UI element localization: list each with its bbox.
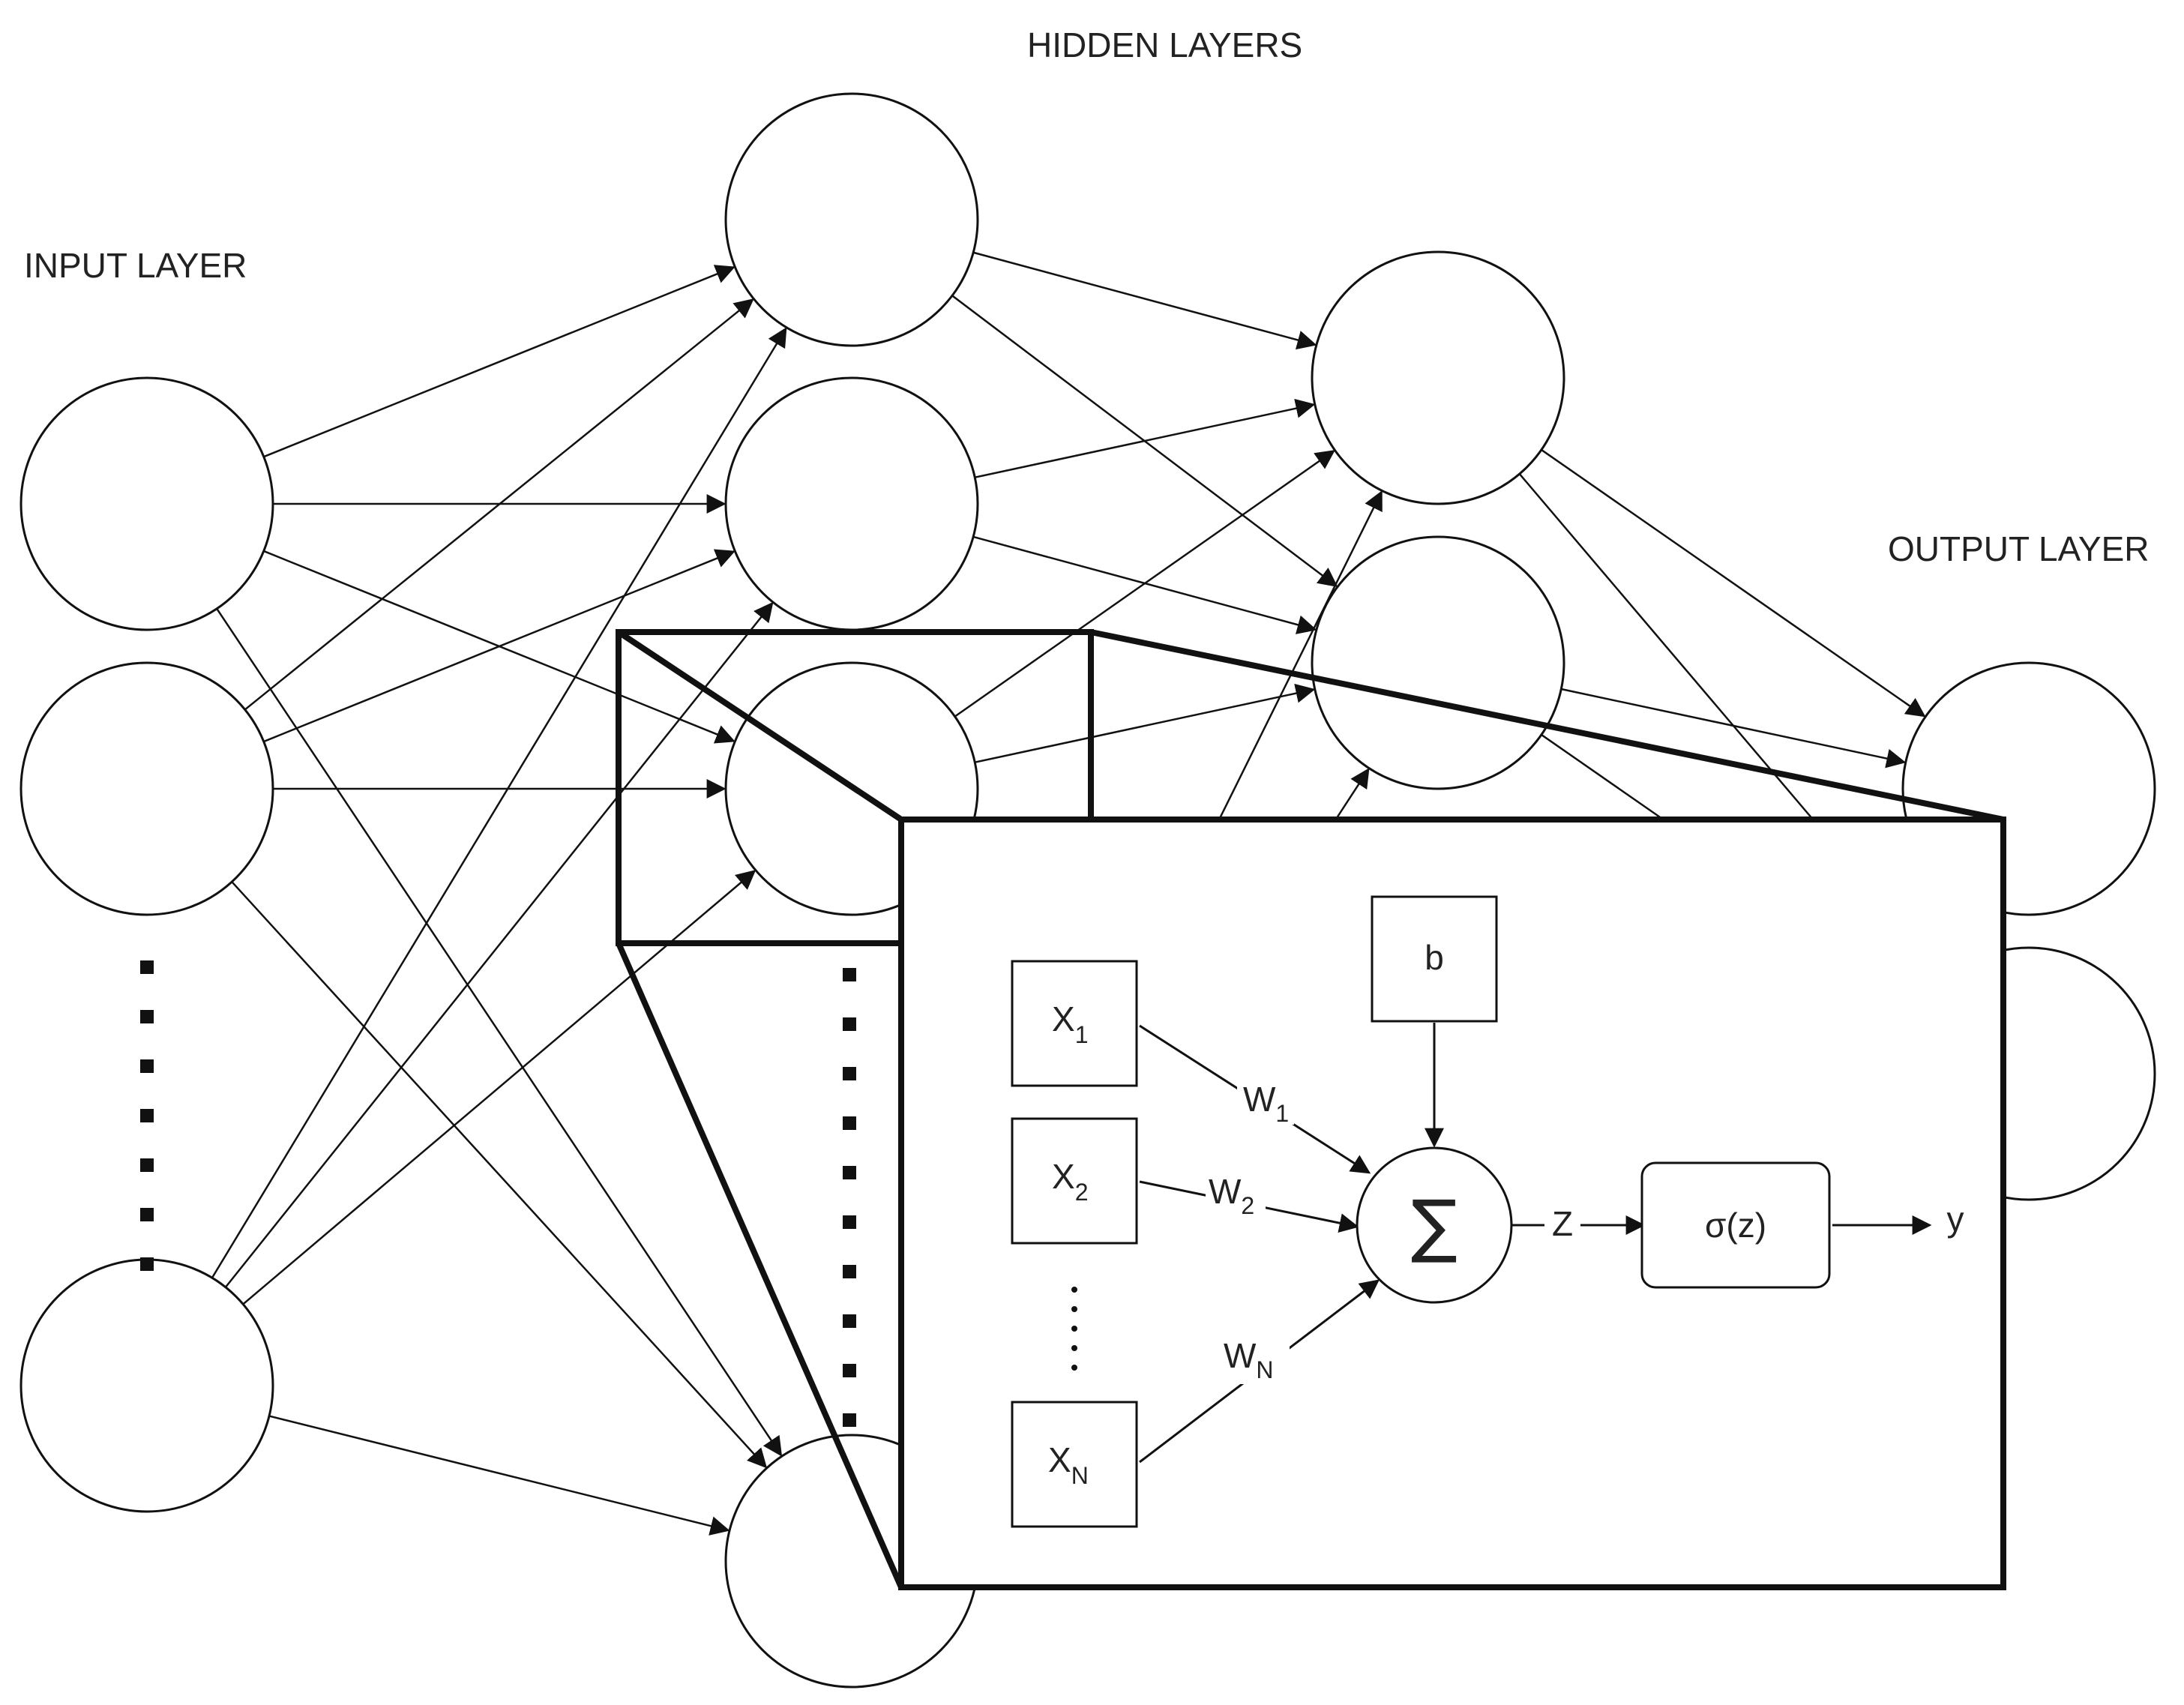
input-xn-label: XN bbox=[1048, 1440, 1089, 1489]
input-hidden1-edge-2-1 bbox=[224, 601, 774, 1288]
input-ellipsis-dot-4 bbox=[140, 1109, 154, 1122]
hidden2-output-edge-0-0 bbox=[1541, 448, 1926, 718]
hidden-layers-label: HIDDEN LAYERS bbox=[1027, 25, 1302, 64]
output-y-label: y bbox=[1947, 1200, 1964, 1239]
neuron-detail-panel: X1 X2 XN b W1 bbox=[898, 817, 2006, 1590]
output-layer-label: OUTPUT LAYER bbox=[1888, 529, 2149, 568]
input-node-2 bbox=[19, 661, 274, 916]
bias-label: b bbox=[1425, 938, 1444, 977]
input-hidden1-edge-1-0 bbox=[244, 298, 754, 711]
weight-w2-label: W2 bbox=[1209, 1172, 1254, 1219]
weight-w1-label: W1 bbox=[1243, 1080, 1289, 1127]
input-node-3 bbox=[19, 1258, 274, 1513]
input-ellipsis-dot-3 bbox=[140, 1059, 154, 1073]
hidden1-node-2 bbox=[724, 376, 979, 631]
hidden-ellipsis-dot-10 bbox=[843, 1413, 856, 1427]
input-hidden1-edge-0-0 bbox=[263, 265, 735, 458]
projection-line-top-right bbox=[1090, 629, 2004, 823]
hidden1-hidden2-edge-0-0 bbox=[972, 251, 1317, 350]
hidden2-node-1 bbox=[1311, 250, 1565, 505]
input-ellipsis-dots bbox=[1071, 1287, 1077, 1371]
hidden-ellipsis-dot-9 bbox=[843, 1364, 856, 1377]
hidden-ellipsis-dot-6 bbox=[843, 1215, 856, 1229]
input-hidden1-edge-2-0 bbox=[211, 327, 787, 1278]
hidden1-hidden2-edge-2-0 bbox=[954, 450, 1335, 718]
summation-node bbox=[1356, 1146, 1513, 1304]
hidden-ellipsis-dot-1 bbox=[843, 968, 856, 981]
activation-label: σ(z) bbox=[1705, 1206, 1766, 1245]
input-x2-label: X2 bbox=[1052, 1157, 1088, 1206]
input-ellipsis-dot-7 bbox=[140, 1257, 154, 1271]
hidden1-hidden2-edge-2-1 bbox=[974, 683, 1316, 763]
bias-box bbox=[1371, 895, 1498, 1023]
projection-line-bottom-left bbox=[616, 942, 904, 1589]
input-hidden1-edge-1-3 bbox=[231, 881, 768, 1469]
input-box-x1 bbox=[1011, 960, 1138, 1087]
input-hidden1-edge-2-3 bbox=[268, 1415, 730, 1536]
zoom-projection bbox=[616, 629, 2004, 1589]
input-layer-label: INPUT LAYER bbox=[24, 246, 247, 285]
input-box-x2 bbox=[1011, 1117, 1138, 1245]
input-ellipsis-dot-1 bbox=[140, 960, 154, 974]
input-hidden1-edge-1-1 bbox=[263, 549, 735, 743]
weight-wn-label: WN bbox=[1224, 1336, 1274, 1383]
input-hidden1-edge-2-2 bbox=[242, 870, 756, 1305]
input-box-xn bbox=[1011, 1401, 1138, 1528]
input-ellipsis-dot-5 bbox=[140, 1158, 154, 1172]
hidden-ellipsis-dot-8 bbox=[843, 1314, 856, 1328]
projection-line-top-left bbox=[616, 629, 903, 823]
hidden2-node-2 bbox=[1311, 535, 1565, 790]
hidden-ellipsis-dot-5 bbox=[843, 1166, 856, 1179]
input-ellipsis-dot-6 bbox=[140, 1208, 154, 1221]
hidden1-hidden2-edge-1-0 bbox=[974, 398, 1316, 478]
hidden-ellipsis-dot-7 bbox=[843, 1265, 856, 1278]
input-node-1 bbox=[19, 376, 274, 631]
zoom-source-box bbox=[616, 629, 1094, 946]
hidden-ellipsis-dot-4 bbox=[843, 1116, 856, 1130]
ellipsis-dots bbox=[140, 960, 856, 1427]
hidden2-output-edge-1-0 bbox=[1561, 688, 1907, 769]
z-label: Z bbox=[1552, 1204, 1573, 1243]
summation-symbol: ∑ bbox=[1411, 1185, 1457, 1266]
input-hidden1-edge-0-3 bbox=[216, 608, 783, 1457]
activation-box bbox=[1640, 1161, 1831, 1289]
hidden-ellipsis-dot-3 bbox=[843, 1067, 856, 1080]
hidden-ellipsis-dot-2 bbox=[843, 1017, 856, 1031]
hidden1-node-1 bbox=[724, 92, 979, 347]
input-x1-label: X1 bbox=[1052, 999, 1088, 1048]
input-ellipsis-dot-2 bbox=[140, 1010, 154, 1023]
